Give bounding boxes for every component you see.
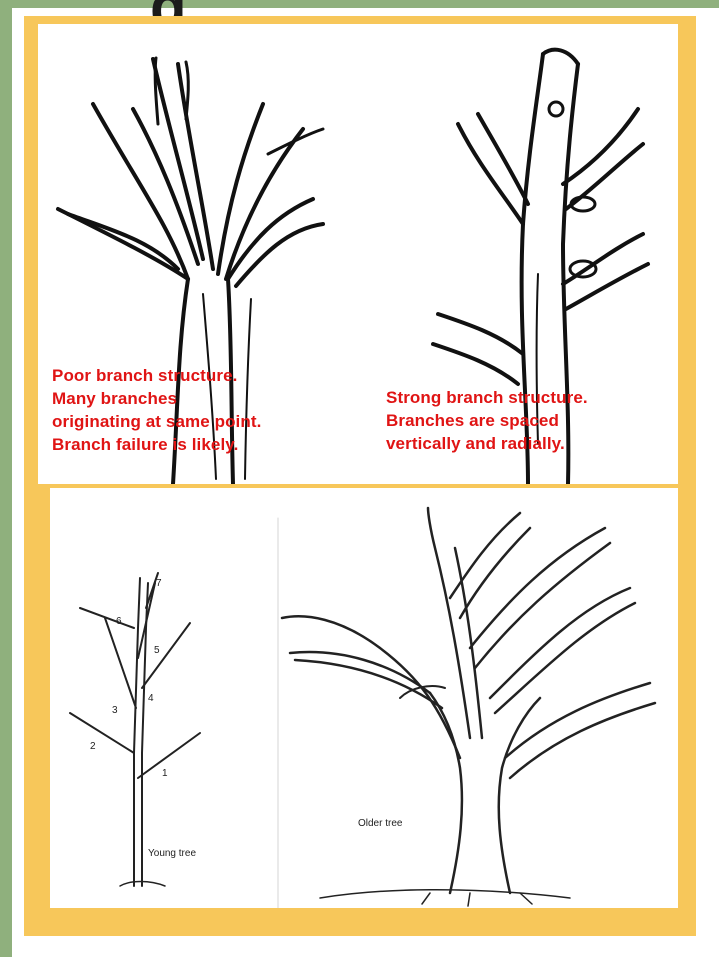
young-tree-label: Young tree (148, 848, 196, 859)
branch-number: 5 (154, 645, 160, 656)
young-and-older-tree-drawings (50, 488, 678, 908)
poor-structure-caption: Poor branch structure. Many branches ori… (52, 364, 261, 456)
older-tree-label: Older tree (358, 818, 402, 829)
strong-structure-caption: Strong branch structure. Branches are sp… (386, 386, 588, 455)
caption-line: Many branches (52, 387, 261, 410)
branch-number: 3 (112, 705, 118, 716)
caption-line: Branches are spaced (386, 409, 588, 432)
older-tree (282, 508, 655, 906)
caption-line: vertically and radially. (386, 432, 588, 455)
caption-line: Branch failure is likely. (52, 433, 261, 456)
young-tree (70, 573, 200, 886)
caption-line: originating at same point. (52, 410, 261, 433)
top-illustration-panel: Poor branch structure. Many branches ori… (38, 24, 678, 484)
caption-line: Poor branch structure. (52, 364, 261, 387)
bottom-illustration-panel: 1 2 3 4 5 6 7 Young tree Older tree (50, 488, 678, 908)
branch-number: 7 (156, 578, 162, 589)
branch-number: 1 (162, 768, 168, 779)
branch-number: 6 (116, 616, 122, 627)
branch-number: 2 (90, 741, 96, 752)
caption-line: Strong branch structure. (386, 386, 588, 409)
branch-number: 4 (148, 693, 154, 704)
